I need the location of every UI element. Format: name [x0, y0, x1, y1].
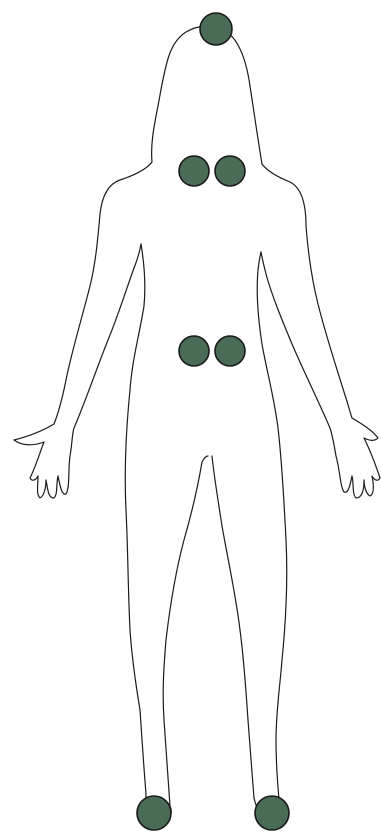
left-side-outline [14, 162, 152, 498]
marker-lower-back-right [215, 336, 245, 366]
marker-right-foot [255, 796, 289, 830]
marker-head-top [200, 13, 232, 45]
head-outline [152, 26, 262, 164]
marker-neck-right [215, 156, 245, 186]
marker-left-foot [137, 796, 171, 830]
marker-neck-left [179, 156, 209, 186]
left-torso-leg-outline [125, 244, 146, 812]
marker-layer [137, 13, 289, 830]
left-inner-leg-outline [163, 456, 208, 806]
right-inner-leg-outline [212, 456, 254, 798]
right-torso-leg-outline [257, 252, 287, 810]
marker-lower-back-left [179, 336, 209, 366]
right-side-outline [261, 164, 380, 498]
